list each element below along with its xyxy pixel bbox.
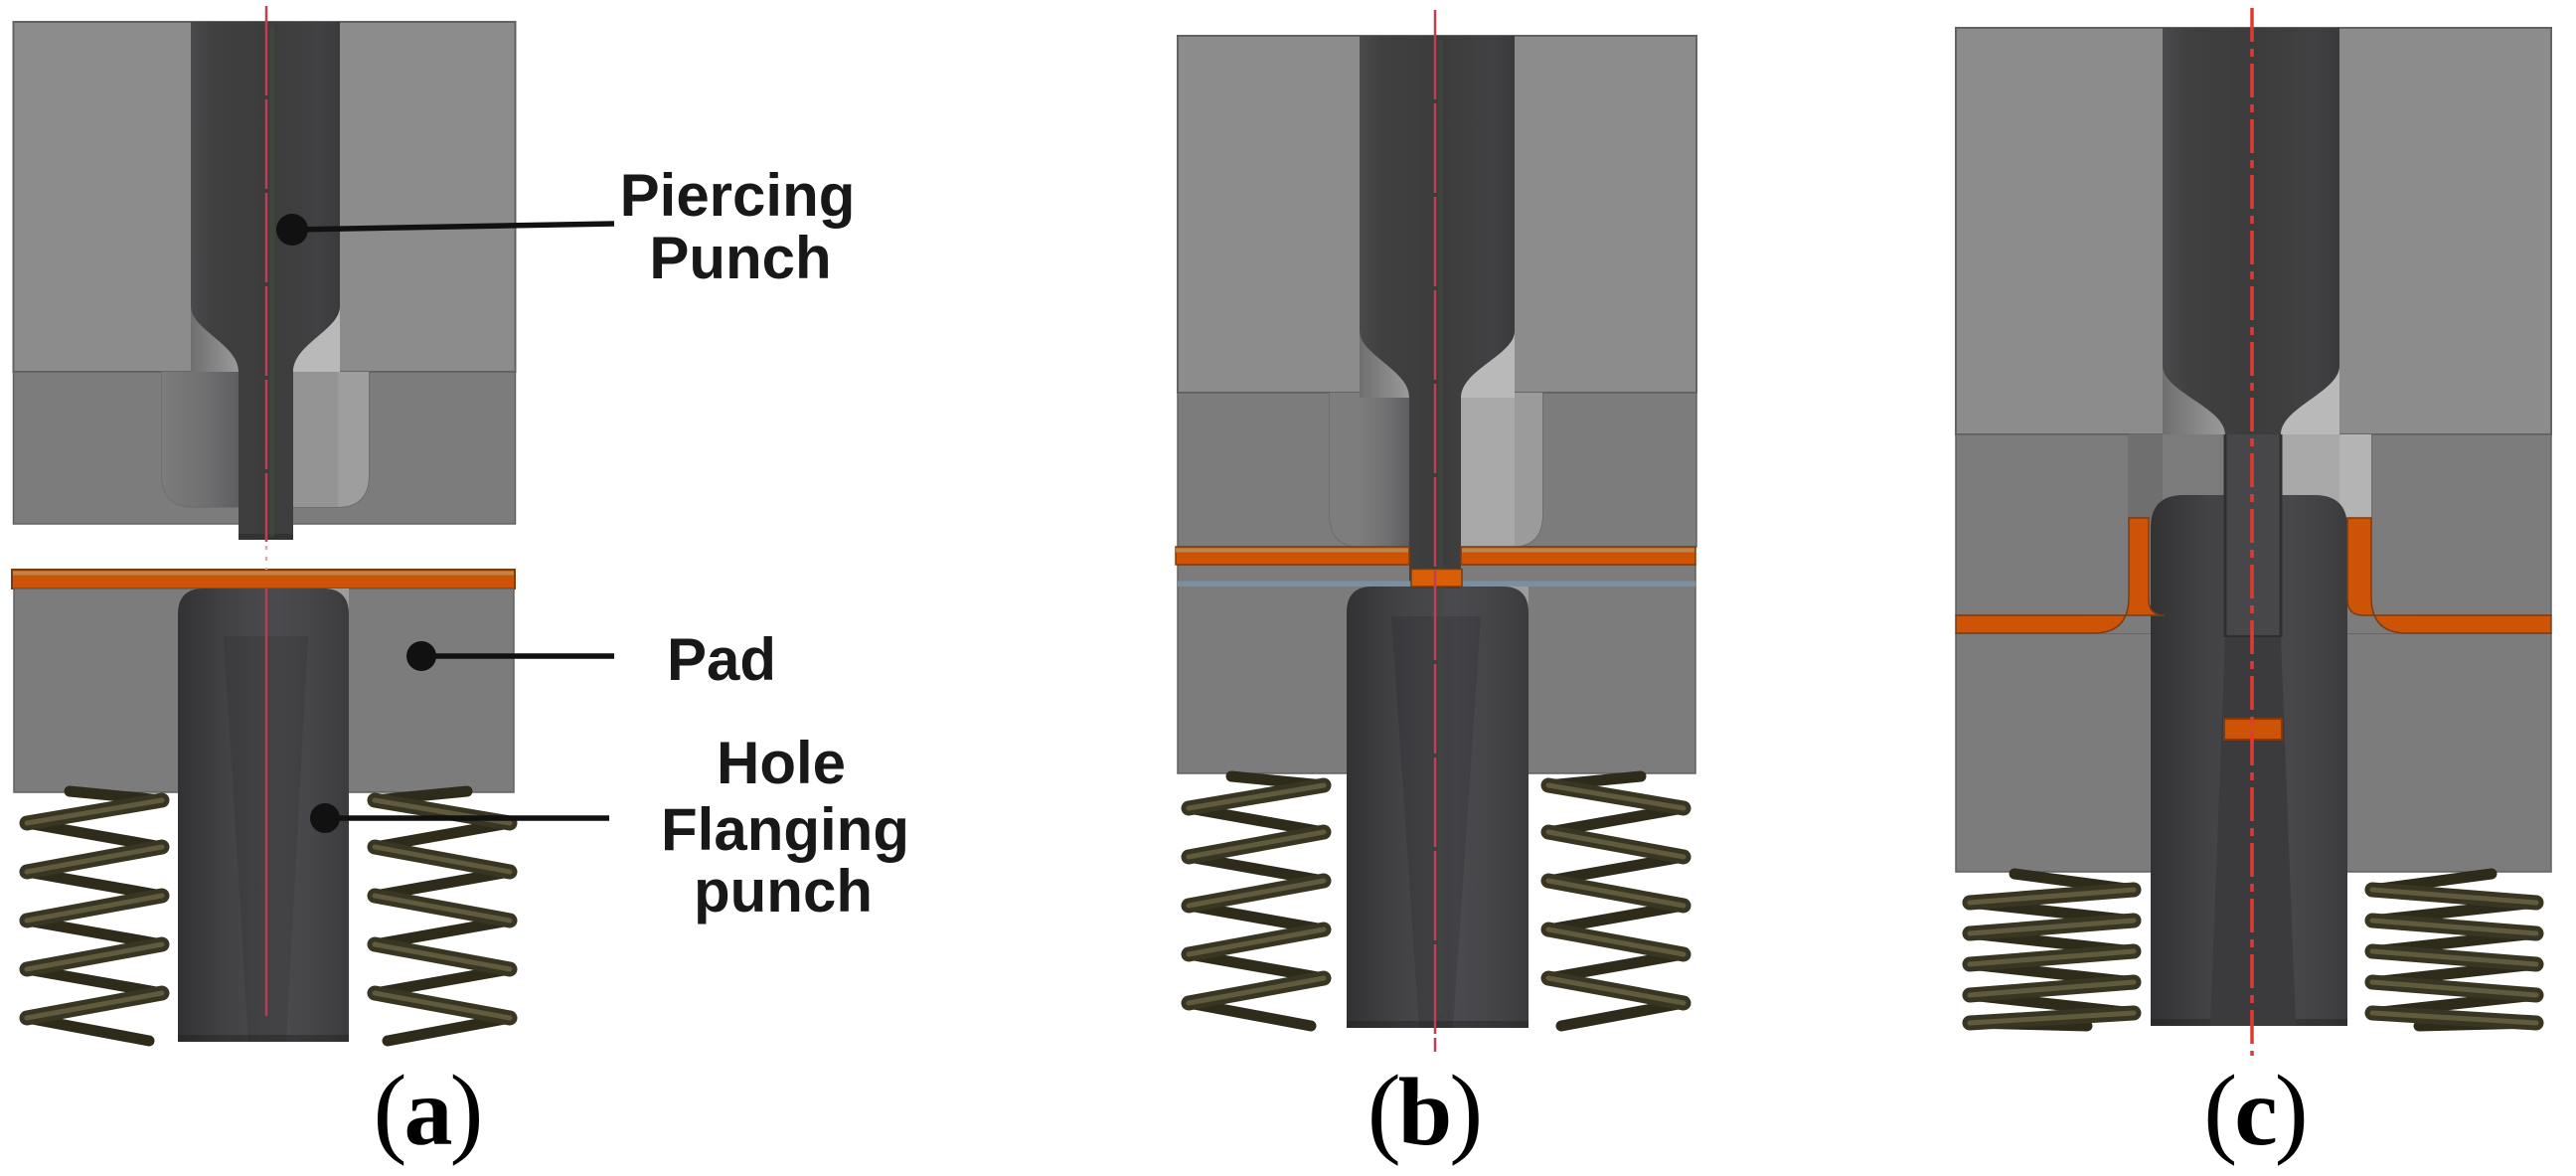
svg-text:(a): (a)	[374, 1055, 484, 1167]
svg-text:Punch: Punch	[649, 225, 831, 291]
svg-text:Flanging: Flanging	[661, 796, 909, 863]
svg-text:punch: punch	[694, 858, 873, 924]
svg-text:Hole: Hole	[717, 730, 846, 796]
svg-text:Pad: Pad	[667, 626, 776, 693]
svg-text:(c): (c)	[2203, 1055, 2308, 1167]
svg-text:Piercing: Piercing	[620, 162, 856, 229]
svg-text:(b): (b)	[1368, 1055, 1483, 1167]
